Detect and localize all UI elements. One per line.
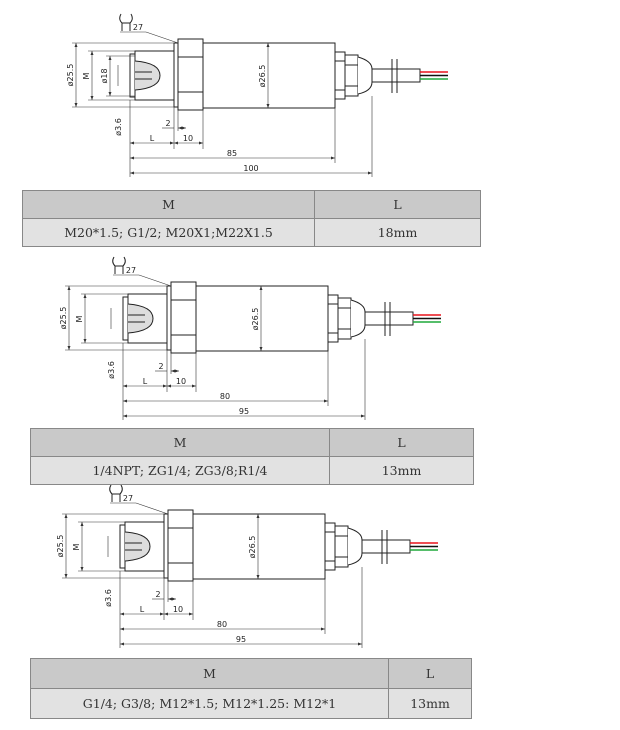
wrench-icon	[112, 256, 126, 274]
cable	[361, 539, 411, 554]
cell-m: M20*1.5; G1/2; M20X1;M22X1.5	[22, 218, 315, 247]
flange	[173, 42, 179, 108]
dimension-label: 80	[217, 620, 227, 629]
hex-nut	[177, 38, 204, 111]
dimension-label: L	[150, 134, 155, 143]
wrench-size-label: 27	[126, 266, 136, 275]
sensor-drawing-2: ø25.5 Mø3.6 2L 10 80 95 ø26.5 27	[59, 256, 441, 420]
dimension-label: ø18	[100, 68, 109, 83]
wrench-icon	[119, 13, 133, 31]
dimension-label: 10	[173, 605, 183, 614]
header-m: M	[30, 428, 330, 457]
header-l: L	[329, 428, 474, 457]
cell-m: 1/4NPT; ZG1/4; ZG3/8;R1/4	[30, 456, 330, 485]
dimension-label: 100	[243, 164, 258, 173]
pressure-port	[124, 531, 151, 562]
pressure-port	[134, 60, 161, 91]
dimension-label: ø3.6	[107, 361, 116, 379]
nose	[122, 296, 129, 341]
dimension-label: L	[143, 377, 148, 386]
cable-gland-body	[344, 54, 359, 97]
dimension-label: L	[140, 605, 145, 614]
arrowheads	[168, 597, 176, 601]
dimension-label: 95	[236, 635, 246, 644]
wrench-icon	[109, 484, 123, 502]
cable-gland-dome	[357, 56, 373, 95]
dimension-label: M	[82, 72, 91, 79]
dimension-label: 2	[155, 590, 160, 599]
wrench-size-label: 27	[133, 23, 143, 32]
dimension-label: 10	[176, 377, 186, 386]
dimension-label: M	[72, 543, 81, 550]
wrench-size-label: 27	[123, 494, 133, 503]
dimension-label: ø26.5	[251, 308, 260, 331]
dimension-label: ø3.6	[114, 118, 123, 136]
dimension-label: ø25.5	[56, 535, 65, 558]
dimension-label: 95	[239, 407, 249, 416]
cable-gland-dome	[347, 527, 363, 566]
wrench-leader	[135, 502, 169, 515]
dimension-label: 80	[220, 392, 230, 401]
cable	[371, 68, 421, 83]
header-l: L	[314, 190, 481, 219]
wrench-leader	[138, 274, 172, 287]
cell-l: 13mm	[388, 688, 472, 719]
arrowheads	[171, 369, 179, 373]
arrowheads	[108, 56, 112, 96]
cable-gland-body	[337, 297, 352, 340]
flange	[166, 285, 172, 351]
header-m: M	[30, 658, 389, 689]
hex-nut	[170, 281, 197, 354]
dimension-label: ø3.6	[104, 589, 113, 607]
sensor-drawing-3: ø25.5 Mø3.6 2L 10 80 95 ø26.5 27	[56, 484, 438, 648]
dimension-label: ø26.5	[258, 65, 267, 88]
nose	[119, 524, 126, 569]
cable-gland-dome	[350, 299, 366, 338]
cable-gland-body	[334, 525, 349, 568]
sensor-body	[202, 42, 336, 109]
header-m: M	[22, 190, 315, 219]
cell-m: G1/4; G3/8; M12*1.5; M12*1.25: M12*1	[30, 688, 389, 719]
dimension-label: 85	[227, 149, 237, 158]
cell-l: 18mm	[314, 218, 481, 247]
dimension-label: 2	[165, 119, 170, 128]
arrowheads	[178, 126, 186, 130]
dimension-label: 2	[158, 362, 163, 371]
cable-gland-nut	[334, 51, 346, 100]
dimension-label: M	[75, 315, 84, 322]
hex-nut	[167, 509, 194, 582]
cable-gland-nut	[324, 522, 336, 571]
sensor-body	[192, 513, 326, 580]
dimension-label: ø26.5	[248, 536, 257, 559]
dimension-label: ø25.5	[59, 307, 68, 330]
wrench-leader	[145, 31, 179, 44]
nose	[129, 53, 136, 98]
flange	[163, 513, 169, 579]
header-l: L	[388, 658, 472, 689]
sensor-body	[195, 285, 329, 352]
cable-gland-nut	[327, 294, 339, 343]
pressure-port	[127, 303, 154, 334]
dimension-label: 10	[183, 134, 193, 143]
cell-l: 13mm	[329, 456, 474, 485]
dimension-label: ø25.5	[66, 64, 75, 87]
cable	[364, 311, 414, 326]
